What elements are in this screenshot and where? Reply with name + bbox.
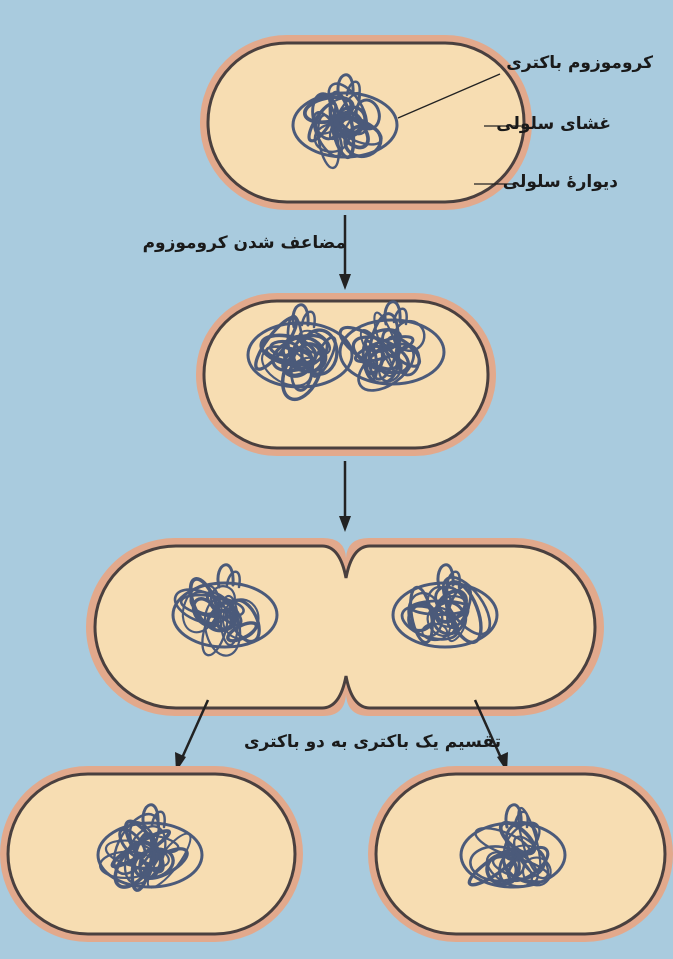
cell-membrane bbox=[95, 546, 595, 708]
daughter-cell-right bbox=[368, 766, 673, 942]
label-cell-membrane: غشای سلولی bbox=[496, 116, 611, 133]
arrow-down bbox=[339, 461, 351, 532]
cell-stage-3 bbox=[86, 538, 604, 716]
daughter-cell-left bbox=[0, 766, 303, 942]
label-bacterial-chromosome: کروموزوم باکتری bbox=[506, 55, 653, 72]
label-division: تقسیم یک باکتری به دو باکتری bbox=[244, 734, 501, 751]
label-chromosome-replication: مضاعف شدن کروموزوم bbox=[143, 235, 346, 252]
cell-membrane bbox=[204, 301, 488, 448]
label-cell-wall: دیوارۀ سلولی bbox=[503, 174, 618, 191]
cell-stage-2 bbox=[196, 293, 496, 456]
